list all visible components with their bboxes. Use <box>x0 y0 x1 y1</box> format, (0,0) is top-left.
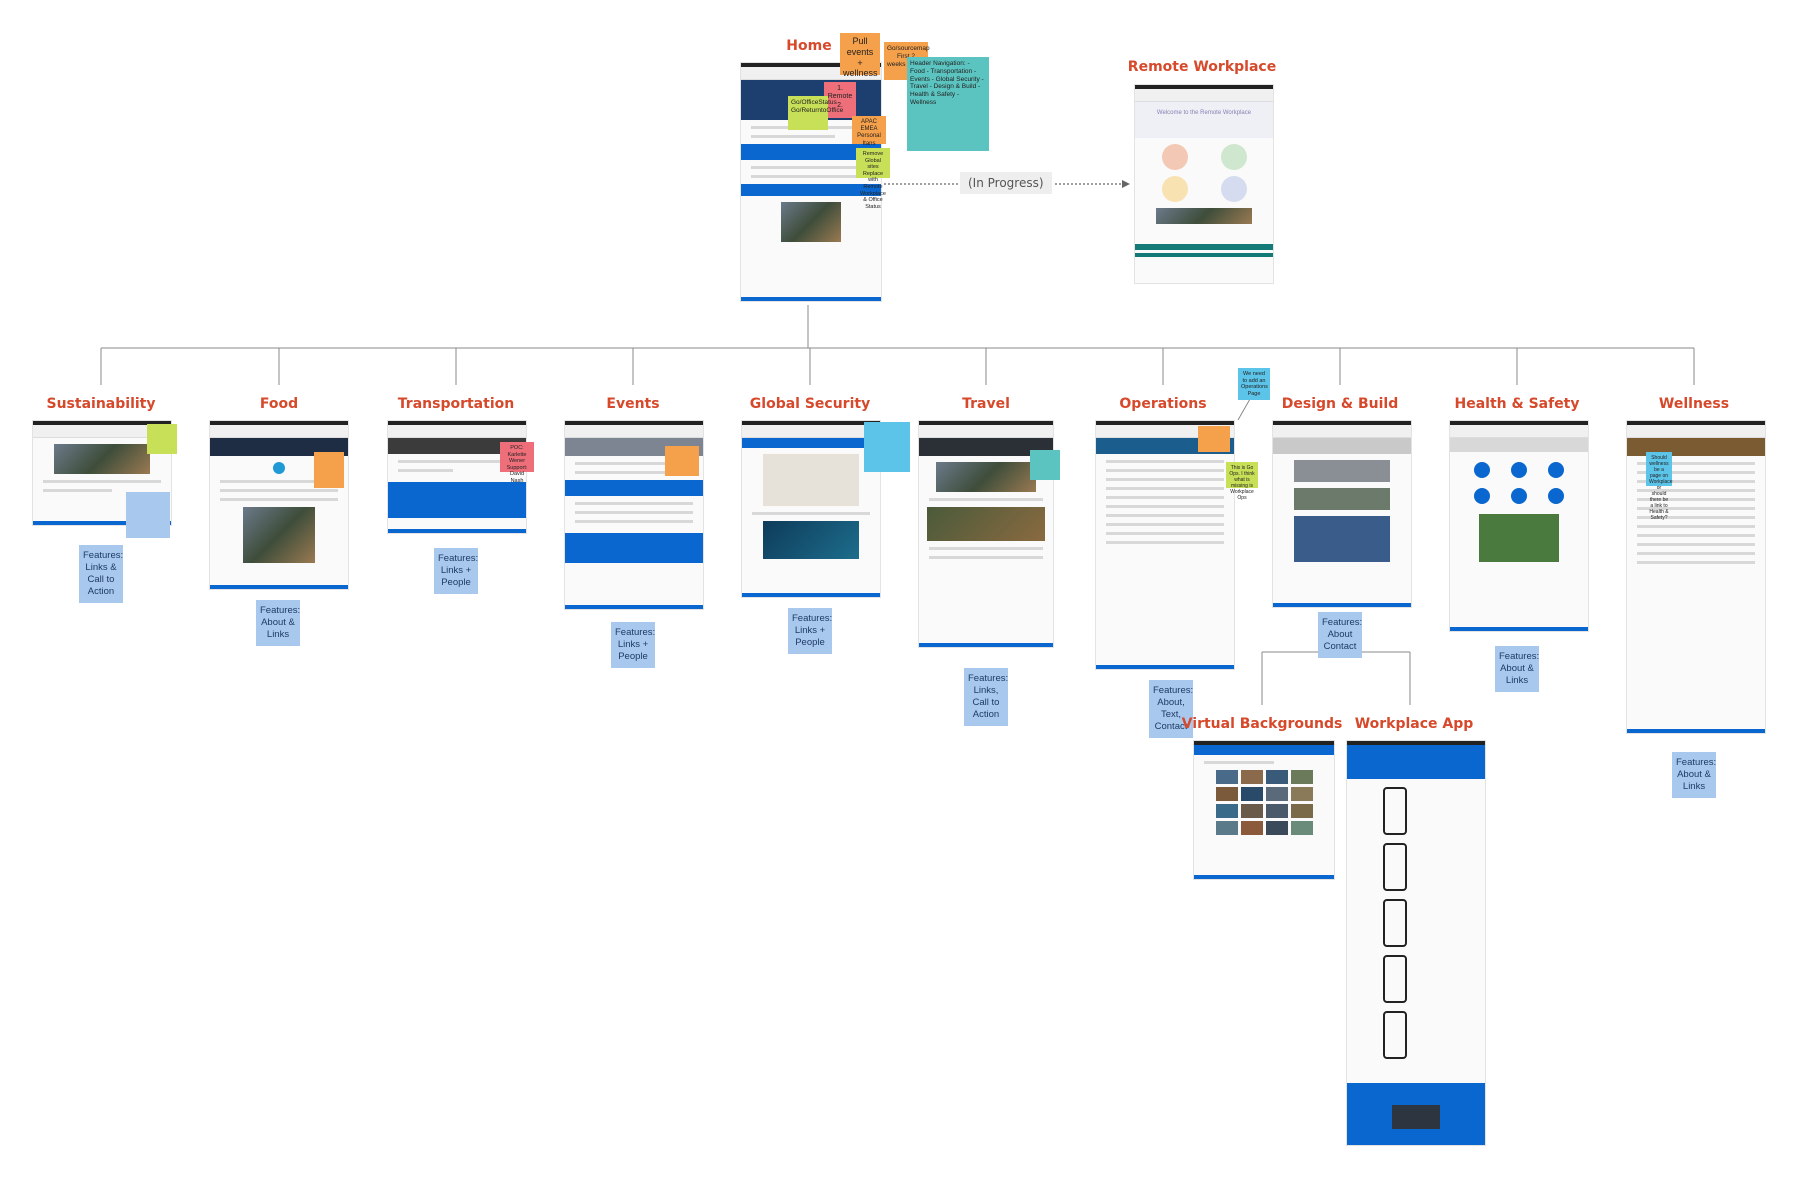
transportation-thumbnail[interactable] <box>387 420 527 534</box>
remote-welcome-text: Welcome to the Remote Workplace <box>1135 102 1273 138</box>
sticky-note-apac-emea: APAC EMEA Personal Itans <box>852 116 886 147</box>
section-title-food: Food <box>259 396 299 412</box>
section-title-global-security: Global Security <box>749 396 871 412</box>
sticky-note-ops-need: We need to add an Operations Page <box>1238 368 1270 400</box>
sub-title-virtual-backgrounds: Virtual Backgrounds <box>1181 716 1343 732</box>
features-sustainability: Features: Links & Call to Action <box>79 545 123 603</box>
design-build-thumbnail[interactable] <box>1272 420 1412 608</box>
workplace-app-thumbnail[interactable] <box>1346 740 1486 1146</box>
remote-workplace-title: Remote Workplace <box>1127 59 1277 75</box>
sticky-note-global-security <box>864 422 910 472</box>
operations-thumbnail[interactable] <box>1095 420 1235 670</box>
section-title-wellness: Wellness <box>1658 396 1730 412</box>
section-title-travel: Travel <box>962 396 1010 412</box>
health-safety-thumbnail[interactable] <box>1449 420 1589 632</box>
sticky-note-sustainability-info <box>126 492 170 538</box>
sticky-note-sustainability <box>147 424 177 454</box>
features-travel: Features: Links, Call to Action <box>964 668 1008 726</box>
sticky-note-remote: 1. Remote 2. <box>824 82 856 118</box>
features-events: Features: Links + People <box>611 622 655 668</box>
remote-workplace-thumbnail[interactable]: Welcome to the Remote Workplace <box>1134 84 1274 284</box>
features-design-build: Features: About Contact <box>1318 612 1362 658</box>
sticky-note-ops-orange <box>1198 426 1230 452</box>
features-food: Features: About & Links <box>256 600 300 646</box>
sticky-note-ops-this-is: This is Go Ops. I think what is missing … <box>1226 462 1258 501</box>
features-health-safety: Features: About & Links <box>1495 646 1539 692</box>
virtual-backgrounds-thumbnail[interactable] <box>1193 740 1335 880</box>
sticky-note-events <box>665 446 699 476</box>
wellness-thumbnail[interactable] <box>1626 420 1766 734</box>
global-security-thumbnail[interactable] <box>741 420 881 598</box>
sticky-note-go-office-status: Go/OfficeStatus Go/ReturntoOffice <box>788 96 843 130</box>
sticky-note-header-navigation: Header Navigation: - Food - Transportati… <box>907 57 989 151</box>
features-transportation: Features: Links + People <box>434 548 478 594</box>
sticky-note-pull-events: Pull events + wellness <box>840 33 880 78</box>
section-title-design-build: Design & Build <box>1281 396 1399 412</box>
sticky-note-transportation: POC: Karlette Wener Support: David Nash <box>500 442 534 484</box>
sticky-note-wellness: Should wellness be a page on Workplace o… <box>1646 452 1673 521</box>
sticky-note-remove-global: Remove Global sites Replace with Remote … <box>856 148 890 210</box>
features-wellness: Features: About & Links <box>1672 752 1716 798</box>
sticky-note-food <box>314 452 344 488</box>
section-title-events: Events <box>606 396 660 412</box>
section-title-transportation: Transportation <box>397 396 515 412</box>
features-global-security: Features: Links + People <box>788 608 832 654</box>
home-title: Home <box>786 38 832 54</box>
section-title-sustainability: Sustainability <box>46 396 156 412</box>
section-title-health-safety: Health & Safety <box>1454 396 1580 412</box>
in-progress-label: (In Progress) <box>960 172 1052 194</box>
sticky-note-travel <box>1030 450 1060 480</box>
sub-title-workplace-app: Workplace App <box>1354 716 1474 732</box>
food-thumbnail[interactable] <box>209 420 349 590</box>
section-title-operations: Operations <box>1119 396 1207 412</box>
features-operations: Features: About, Text, Contact <box>1149 680 1193 738</box>
